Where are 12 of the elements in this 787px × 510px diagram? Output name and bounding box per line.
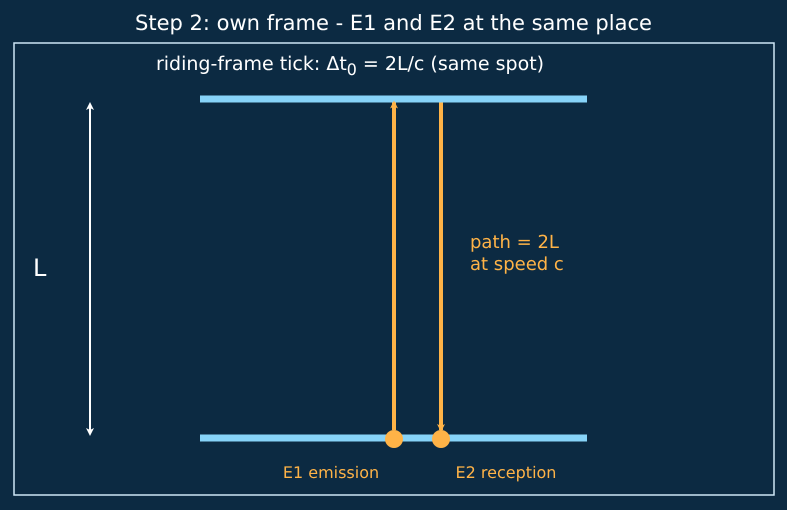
event-dot [385, 430, 403, 448]
event-dot [432, 430, 450, 448]
light-path-arrow [437, 102, 445, 432]
mirror-bar [200, 96, 587, 102]
event-label: E2 reception [454, 463, 558, 482]
light-path-arrow [390, 100, 398, 430]
diagram-title: Step 2: own frame - E1 and E2 at the same place [134, 11, 653, 35]
path-note: path = 2L at speed c [470, 232, 565, 276]
formula-text: riding-frame tick: Δt$_{0}$ = 2L/c (same spot) [154, 53, 546, 79]
event-label: E1 emission [282, 463, 380, 482]
mirror-bar [200, 434, 587, 442]
dimension-label: L [33, 254, 46, 282]
